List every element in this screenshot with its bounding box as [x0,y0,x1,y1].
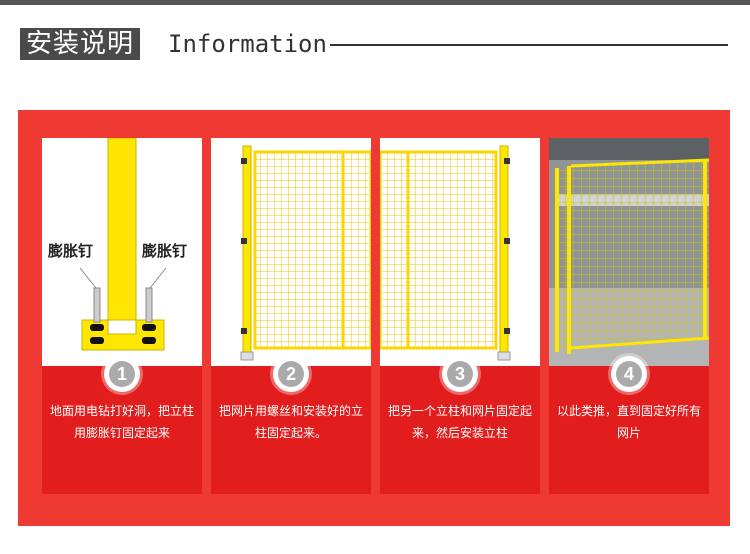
step-1-image: 膨胀钉 膨胀钉 [42,138,202,366]
instructions-panel: 膨胀钉 膨胀钉 1 地面用电钻打好洞，把立柱用膨胀钉固定起来 [18,110,730,526]
section-header: 安装说明 Information [0,22,750,62]
step-card-2: 2 把网片用螺丝和安装好的立柱固定起来。 [211,138,371,494]
section-subtitle: Information [168,30,327,58]
step-badge-3: 3 [442,356,478,392]
step-card-1: 膨胀钉 膨胀钉 1 地面用电钻打好洞，把立柱用膨胀钉固定起来 [42,138,202,494]
step-card-4: 4 以此类推，直到固定好所有网片 [549,138,709,494]
anchor-bolt-label-left: 膨胀钉 [48,242,94,260]
step-description-4: 以此类推，直到固定好所有网片 [557,404,702,440]
step-4-image [549,138,709,366]
step-description-2: 把网片用螺丝和安装好的立柱固定起来。 [219,404,364,440]
step-3-image [380,138,540,366]
step-badge-1: 1 [104,356,140,392]
section-title: 安装说明 [20,28,141,60]
header-divider [330,44,728,46]
step-description-1: 地面用电钻打好洞，把立柱用膨胀钉固定起来 [50,404,195,440]
step-description-3: 把另一个立柱和网片固定起来，然后安装立柱 [388,404,533,440]
step-2-image [211,138,371,366]
step-card-3: 3 把另一个立柱和网片固定起来，然后安装立柱 [380,138,540,494]
step-badge-2: 2 [273,356,309,392]
top-bar [0,0,750,5]
anchor-bolt-label-right: 膨胀钉 [142,242,188,260]
step-badge-4: 4 [611,356,647,392]
